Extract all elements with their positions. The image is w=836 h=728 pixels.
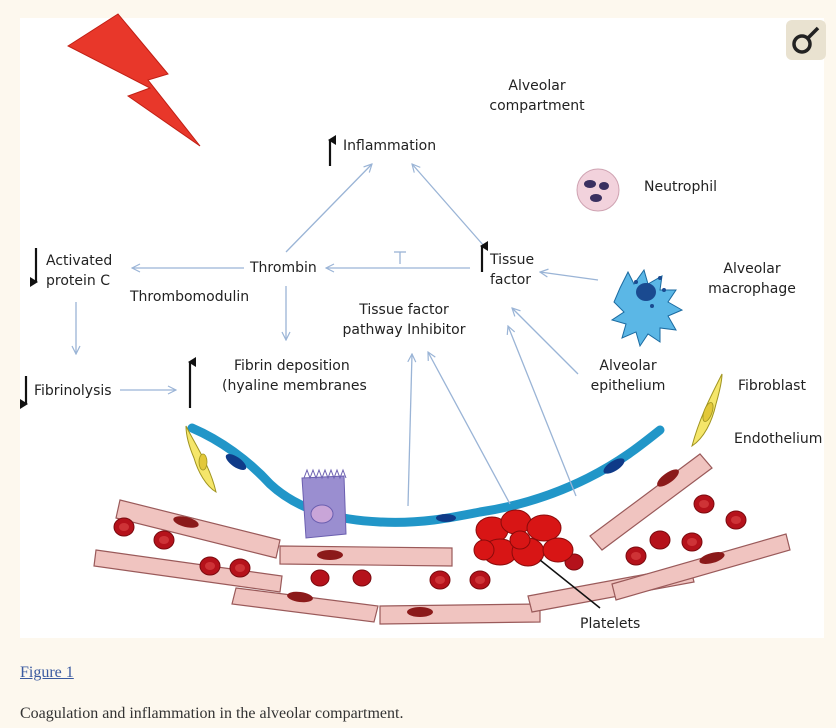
fibroblast-label: Fibroblast xyxy=(738,378,806,394)
tfpi-label: Tissue factor xyxy=(358,302,449,318)
fibrin-deposition-label-2: (hyaline membranes xyxy=(222,378,367,394)
platelets-label: Platelets xyxy=(580,616,640,632)
macrophage-cell-icon xyxy=(610,268,684,348)
thrombomodulin-label: Thrombomodulin xyxy=(129,289,249,305)
coagulation-diagram: Alveolar compartment Inflammation Neutro… xyxy=(20,13,826,638)
epithelium-nuclei xyxy=(225,453,625,522)
alveolar-compartment-label: Alveolar xyxy=(508,78,565,94)
lightning-bolt-icon xyxy=(66,13,201,147)
platelets-pointer xyxy=(539,559,601,609)
fibrin-deposition-label: Fibrin deposition xyxy=(234,358,350,374)
neutrophil-label: Neutrophil xyxy=(644,179,717,195)
figure-caption: Coagulation and inflammation in the alve… xyxy=(20,705,404,722)
figure-link[interactable]: Figure 1 xyxy=(20,664,74,681)
pathway-arrows xyxy=(76,164,599,507)
site-logo-icon[interactable] xyxy=(786,20,826,60)
alveolar-macrophage-label: Alveolar xyxy=(723,261,780,277)
regulation-arrows xyxy=(20,135,488,409)
alveolar-epithelium-label-2: epithelium xyxy=(591,378,666,394)
tissue-factor-label: Tissue xyxy=(489,252,534,268)
rbc-highlights xyxy=(119,500,741,584)
activated-protein-c-label-2: protein C xyxy=(46,273,110,289)
vessel-nuclei xyxy=(173,469,725,617)
fibrinolysis-label: Fibrinolysis xyxy=(34,383,112,399)
type-ii-pneumocyte xyxy=(301,468,347,539)
neutrophil-cell-icon xyxy=(576,168,620,212)
tissue-factor-label-2: factor xyxy=(490,272,531,288)
endothelium-label: Endothelium xyxy=(734,431,822,447)
alveolar-compartment-label-2: compartment xyxy=(489,98,585,114)
inflammation-label: Inflammation xyxy=(343,138,436,154)
alveolar-epithelium-band xyxy=(187,423,665,527)
alveolar-macrophage-label-2: macrophage xyxy=(708,281,796,297)
alveolar-epithelium-label: Alveolar xyxy=(599,358,656,374)
platelet-cluster xyxy=(473,509,574,567)
tfpi-label-2: pathway Inhibitor xyxy=(343,322,466,338)
thrombin-label: Thrombin xyxy=(249,260,317,276)
activated-protein-c-label: Activated xyxy=(46,253,112,269)
vessel-layer xyxy=(93,453,791,625)
fibroblast-cell-icon xyxy=(185,373,723,494)
